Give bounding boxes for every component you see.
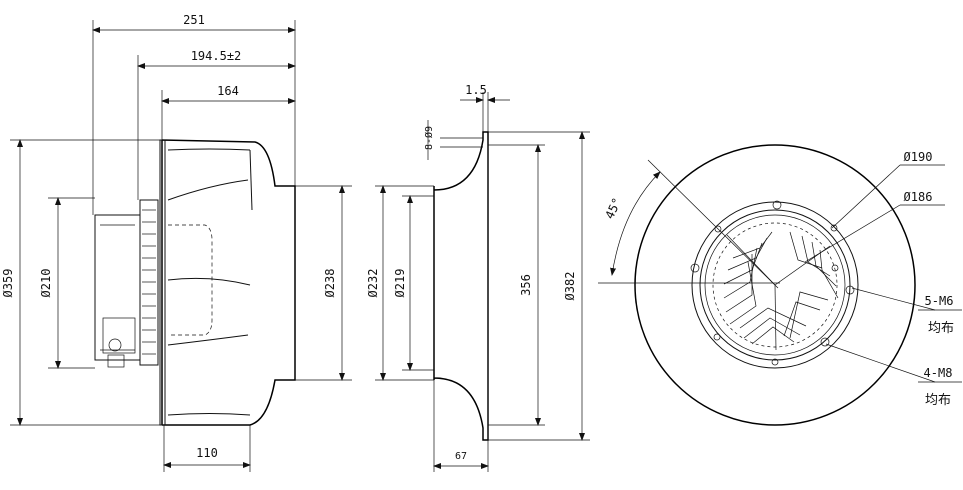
- outer-flange-circle: [634, 144, 916, 426]
- leader-m6: 5-M6 均布: [851, 287, 962, 336]
- hub-circle: [704, 214, 846, 356]
- dim-inlet-219-label: Ø219: [393, 269, 407, 298]
- label-m6: 5-M6: [925, 294, 954, 308]
- leader-186: Ø186: [804, 190, 945, 263]
- dim-outer-diameter-label: Ø359: [1, 269, 15, 298]
- angle-label: 45°: [602, 196, 624, 222]
- back-plate: [159, 139, 166, 426]
- motor-fins: [100, 209, 156, 368]
- dim-depth: 67: [433, 380, 489, 472]
- dim-flange-label: Ø382: [563, 272, 577, 301]
- front-view: 45° Ø190 Ø186 5-M6 均布 4-M8 均布: [598, 144, 962, 426]
- dim-inlet-232-label: Ø232: [366, 269, 380, 298]
- motor-flange: [139, 199, 159, 366]
- inlet-ring-profile: [433, 131, 489, 441]
- side-view: 251 194.5±2 164 110 Ø359: [1, 13, 352, 472]
- angle-annotation: 45°: [602, 171, 661, 276]
- dim-motor-diameter: Ø210: [39, 197, 95, 369]
- hidden-motor: [168, 224, 213, 336]
- dim-bolt-circle: 356: [488, 144, 545, 426]
- dim-holes: 8-Ø9: [423, 120, 483, 160]
- section-view: 1.5 8-Ø9 Ø232 Ø219 356: [366, 83, 590, 472]
- dim-depth-label: 67: [455, 451, 467, 462]
- mounting-holes: [690, 200, 855, 366]
- impeller-outline: [161, 139, 296, 426]
- inlet-circle-190: [691, 201, 859, 369]
- blade-lines: [167, 148, 253, 416]
- dim-thickness-label: 1.5: [465, 83, 487, 97]
- dim-thickness: 1.5: [460, 83, 510, 132]
- motor-housing: [94, 214, 141, 361]
- dim-mount-label: 194.5±2: [191, 49, 242, 63]
- dim-inlet-diameter: Ø238: [295, 185, 352, 381]
- dim-outlet-label: 110: [196, 446, 218, 460]
- dim-mount: 194.5±2: [137, 49, 296, 200]
- label-186: Ø186: [904, 190, 933, 204]
- inlet-circle-186: [699, 209, 851, 361]
- dim-inlet-232: Ø232: [366, 185, 434, 381]
- label-m8: 4-M8: [924, 366, 953, 380]
- dim-holes-label: 8-Ø9: [423, 126, 435, 150]
- dim-body-label: 164: [217, 84, 239, 98]
- label-m6-note: 均布: [928, 321, 954, 336]
- dim-overall-label: 251: [183, 13, 205, 27]
- axis-45: [647, 159, 779, 289]
- dim-motor-diameter-label: Ø210: [39, 269, 53, 298]
- leader-190: Ø190: [831, 150, 945, 229]
- impeller-pattern: [723, 231, 839, 351]
- pitch-circle: [712, 222, 838, 348]
- dim-inlet-219: Ø219: [393, 195, 434, 371]
- label-190: Ø190: [904, 150, 933, 164]
- dim-body: 164: [161, 84, 296, 140]
- dim-overall: 251: [92, 13, 296, 215]
- dim-outer-diameter: Ø359: [1, 139, 160, 426]
- label-m8-note: 均布: [925, 393, 951, 408]
- dim-flange: Ø382: [488, 131, 590, 441]
- leader-m8: 4-M8 均布: [825, 343, 962, 408]
- dim-bolt-circle-label: 356: [519, 274, 533, 296]
- dim-inlet-diameter-label: Ø238: [323, 269, 337, 298]
- dim-outlet: 110: [163, 425, 251, 472]
